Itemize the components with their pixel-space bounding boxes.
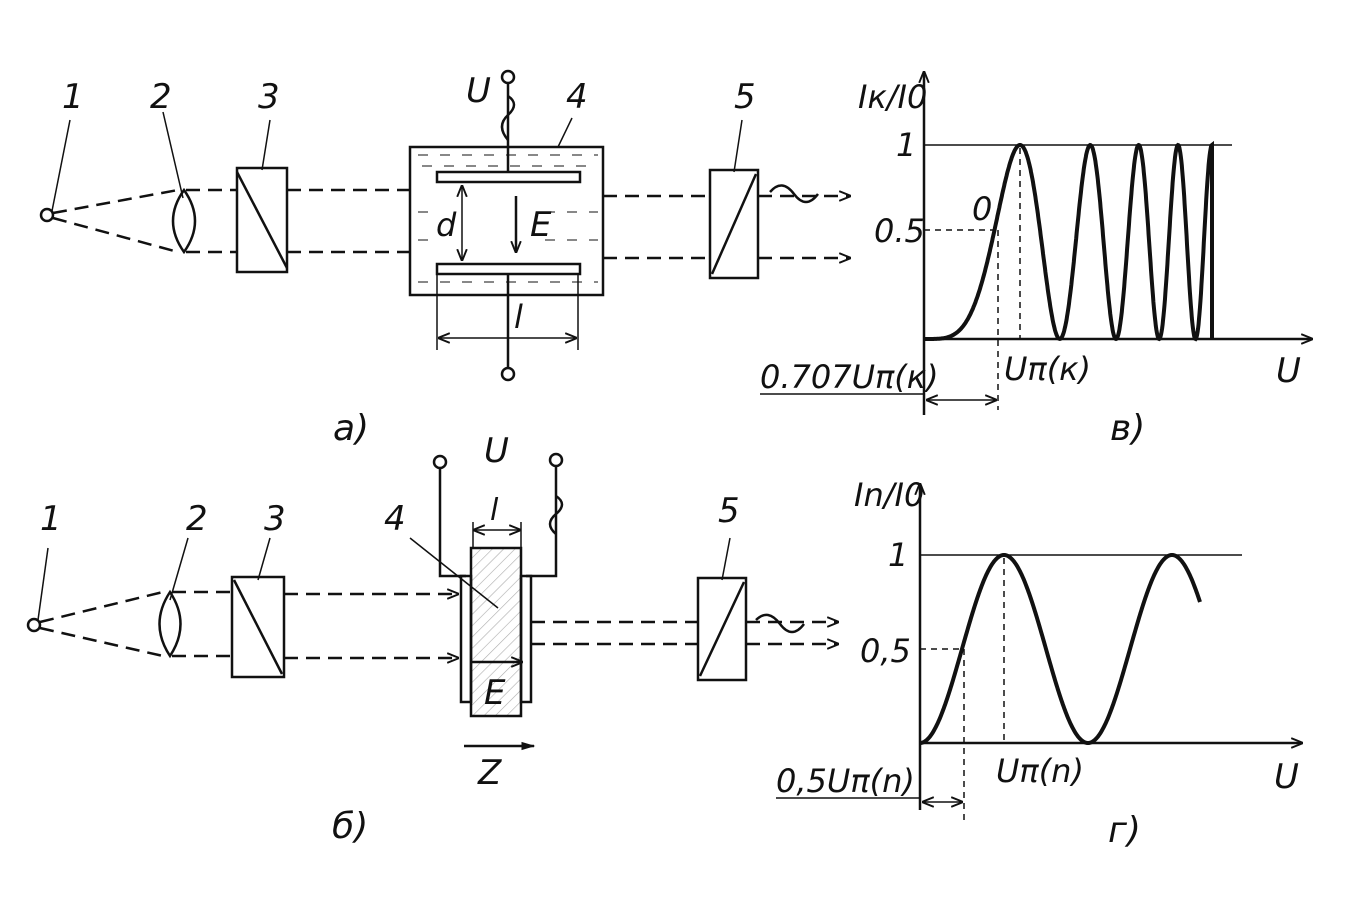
polarizer-leader-b: [257, 537, 271, 581]
analyzer-leader: [733, 119, 743, 173]
label-length-a: l: [514, 298, 523, 336]
caption-b: б): [332, 806, 368, 847]
source-leader: [51, 119, 71, 212]
electrode-right: [519, 574, 533, 704]
bottom-terminal-icon: [500, 366, 516, 382]
tick-05-v: 0.5: [874, 212, 925, 250]
label-lens-b: 2: [186, 499, 208, 539]
x-label-g: U: [1274, 757, 1299, 797]
lens-icon: [171, 187, 197, 255]
intensity-curve-pockels: [920, 553, 1202, 745]
label-gap: d: [436, 206, 457, 244]
panel-a: 1 2 3: [39, 69, 850, 449]
modulating-signal-icon: [500, 94, 516, 141]
label-crystal-b: 4: [384, 499, 406, 539]
label-crystal: 4: [566, 77, 588, 117]
label-axis-z: Z: [477, 753, 502, 793]
right-terminal-icon: [548, 452, 564, 468]
electrode-left: [459, 574, 473, 704]
light-source-icon-b: [26, 617, 42, 633]
top-terminal-icon: [500, 69, 516, 85]
offset-label-v: 0.707Uπ(к): [760, 358, 939, 396]
intensity-curve-kerr: [924, 140, 1214, 342]
label-source-b: 1: [40, 499, 62, 539]
crystal-b: [469, 546, 523, 718]
y-label-g: In/I0: [854, 476, 924, 514]
label-lens: 2: [150, 77, 172, 117]
panel-b: 1 2 3 U l 4 E Z: [26, 431, 838, 847]
panel-g: In/I0 1 0,5 Uπ(n) 0,5Uπ(n) U г): [776, 476, 1302, 851]
left-lead: [438, 468, 466, 578]
label-field-a: E: [530, 205, 552, 245]
label-analyzer: 5: [734, 77, 756, 117]
caption-v: в): [1110, 408, 1145, 449]
caption-a: а): [333, 408, 369, 449]
output-modulation-icon: [769, 184, 819, 204]
caption-g: г): [1108, 810, 1141, 851]
x-label-v: U: [1276, 351, 1301, 391]
crystal-leader-b: [409, 537, 499, 609]
tick-1-g: 1: [888, 536, 908, 574]
ray-divergent-bottom: [52, 216, 179, 254]
lens-icon-b: [158, 589, 182, 659]
analyzer-axis: [710, 173, 758, 275]
label-voltage-a: U: [466, 71, 491, 111]
label-length-b: l: [490, 493, 499, 528]
y-label-v: Iк/I0: [858, 78, 927, 116]
tick-05-g: 0,5: [860, 632, 911, 670]
polarizer-leader: [261, 119, 271, 171]
left-terminal-icon: [432, 454, 448, 470]
ray-divergent-top-b: [39, 590, 164, 624]
label-source: 1: [62, 77, 84, 117]
analyzer-leader-b: [721, 537, 731, 581]
panel-v: Iк/I0 1 0.5 0 Uπ(к) 0.707Uπ(к) U в): [760, 72, 1312, 449]
lens-leader-b: [169, 537, 189, 601]
point-label-v: 0: [972, 190, 992, 228]
label-polarizer-b: 3: [264, 499, 286, 539]
tick-1-v: 1: [896, 126, 916, 164]
upi-label-v: Uπ(к): [1004, 350, 1091, 388]
label-polarizer: 3: [258, 77, 280, 117]
polarizer-axis-b: [232, 579, 284, 675]
label-field-b: E: [484, 673, 506, 713]
ray-divergent-top: [52, 188, 179, 215]
offset-label-g: 0,5Uπ(n): [776, 762, 915, 800]
output-modulation-icon-b: [755, 613, 805, 634]
polarizer-icon-b: [230, 575, 286, 679]
upi-label-g: Uπ(n): [996, 752, 1084, 790]
light-source-icon: [39, 207, 55, 223]
right-lead: [526, 466, 558, 578]
source-leader-b: [37, 547, 49, 621]
label-voltage-b: U: [484, 431, 509, 471]
crystal-leader: [557, 117, 573, 148]
ray-divergent-bottom-b: [39, 626, 164, 658]
lens-leader: [162, 111, 184, 199]
label-analyzer-b: 5: [718, 491, 740, 531]
modulating-signal-icon-b: [548, 494, 564, 535]
polarizer-axis: [235, 171, 289, 269]
analyzer-axis-b: [698, 581, 746, 677]
bottom-electrode: [435, 262, 582, 276]
top-electrode: [435, 170, 582, 184]
crystal-cell: [408, 145, 605, 297]
